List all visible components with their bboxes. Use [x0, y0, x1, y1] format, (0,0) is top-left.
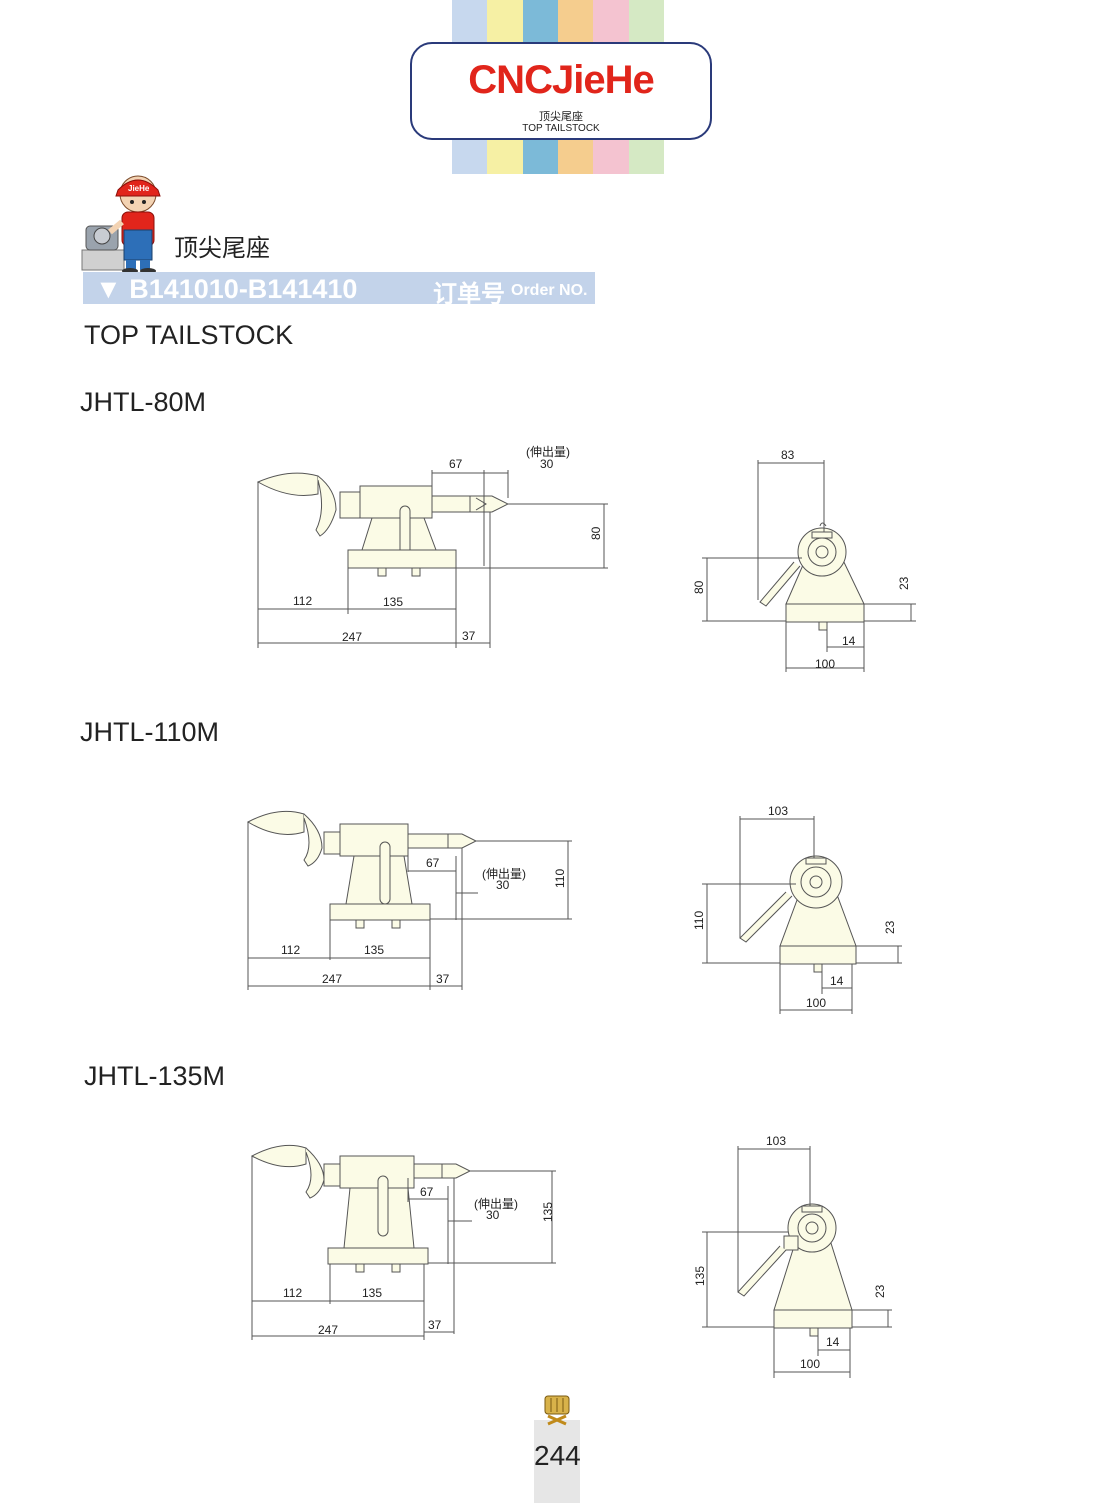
front-view-3: [702, 1146, 892, 1378]
m3-side-d30: 30: [486, 1208, 500, 1222]
mascot-icon: JieHe: [81, 175, 161, 274]
order-number-bar: ▼ B141010-B141410 订单号 Order NO.: [83, 272, 595, 308]
m2-front-width: 103: [768, 804, 788, 818]
m1-side-ext-label: (伸出量): [526, 445, 570, 459]
trophy-icon: [544, 1395, 570, 1426]
m1-side-d67: 67: [449, 457, 463, 471]
m2-side-ext-label: (伸出量): [482, 867, 526, 881]
front-view-1: [702, 460, 916, 672]
m1-side-d30: 30: [540, 457, 554, 471]
m2-side-d37: 37: [436, 972, 450, 986]
m1-front-d23: 23: [897, 576, 911, 590]
m1-front-width: 83: [781, 448, 795, 462]
m3-front-d14: 14: [826, 1335, 840, 1349]
m3-side-d37: 37: [428, 1318, 442, 1332]
m3-side-d67: 67: [420, 1185, 434, 1199]
m2-front-d100: 100: [806, 996, 826, 1010]
side-view-2: [246, 810, 572, 990]
m2-front-d23: 23: [883, 920, 897, 934]
section-title-en: TOP TAILSTOCK: [84, 320, 294, 350]
m2-side-height: 110: [553, 869, 567, 888]
order-range: ▼ B141010-B141410: [95, 274, 358, 304]
section-title-cn: 顶尖尾座: [174, 234, 270, 262]
m3-front-width: 103: [766, 1134, 786, 1148]
model-title-1: JHTL-80M: [80, 387, 207, 417]
m3-side-ext-label: (伸出量): [474, 1197, 518, 1211]
side-view-1: [256, 470, 608, 648]
brand-subtitle-cn: 顶尖尾座: [539, 110, 583, 123]
brand-logo: CNCJieHe 顶尖尾座 TOP TAILSTOCK: [410, 42, 712, 140]
model-title-3: JHTL-135M: [84, 1061, 226, 1091]
page-tab: 244: [534, 1395, 581, 1503]
m2-front-height: 110: [692, 911, 706, 930]
m2-side-d30: 30: [496, 878, 510, 892]
m3-front-d23: 23: [873, 1284, 887, 1298]
m1-side-d112: 112: [293, 594, 312, 608]
m3-side-d247: 247: [318, 1323, 338, 1337]
brand-name: CNCJieHe: [468, 58, 654, 102]
m2-side-d112: 112: [281, 943, 300, 957]
brand-subtitle-en: TOP TAILSTOCK: [522, 123, 600, 134]
m2-side-d135: 135: [364, 943, 384, 957]
m2-front-d14: 14: [830, 974, 844, 988]
m1-front-d14: 14: [842, 634, 856, 648]
front-view-2: [702, 816, 902, 1014]
m3-side-d112: 112: [283, 1286, 302, 1300]
m1-front-d100: 100: [815, 657, 835, 671]
m2-side-d247: 247: [322, 972, 342, 986]
m2-side-d67: 67: [426, 856, 440, 870]
svg-text:JieHe: JieHe: [128, 184, 150, 193]
m3-side-d135: 135: [362, 1286, 382, 1300]
m1-front-height: 80: [692, 580, 706, 594]
m1-side-d37: 37: [462, 629, 476, 643]
m1-side-height: 80: [589, 526, 603, 540]
m3-side-height: 135: [541, 1202, 555, 1222]
m3-front-d100: 100: [800, 1357, 820, 1371]
page-number: 244: [534, 1440, 581, 1471]
side-view-3: [250, 1144, 556, 1340]
m1-side-d135: 135: [383, 595, 403, 609]
order-label-en: Order NO.: [511, 282, 588, 299]
order-label-cn: 订单号: [433, 280, 505, 308]
model-title-2: JHTL-110M: [80, 717, 220, 747]
m1-side-d247: 247: [342, 630, 362, 644]
m3-front-height: 135: [693, 1266, 707, 1286]
